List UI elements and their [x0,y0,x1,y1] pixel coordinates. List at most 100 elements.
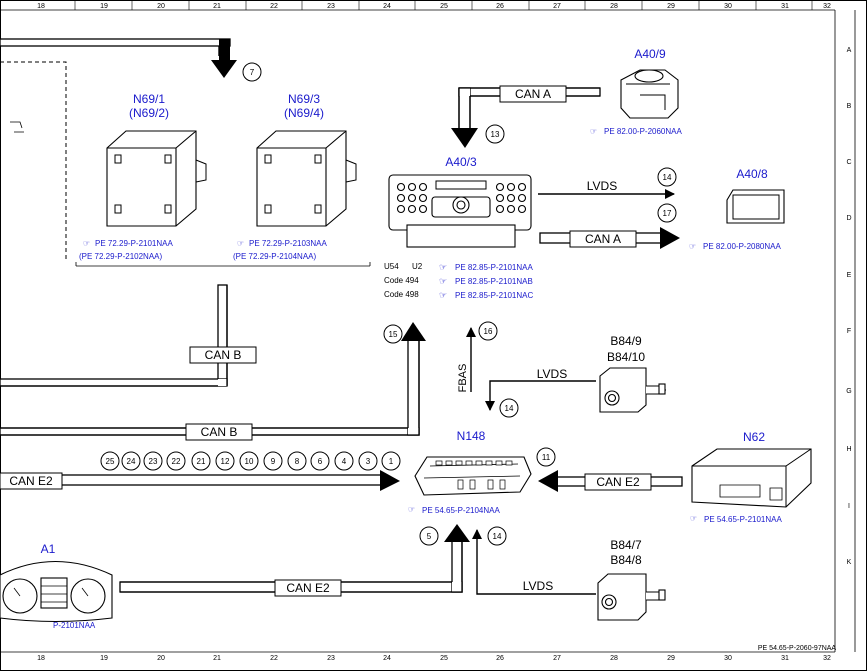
component-n148: N148 ☞ PE 54.65-P-2104NAA [408,429,532,515]
svg-text:26: 26 [496,3,504,10]
svg-text:5: 5 [427,532,432,541]
svg-text:N148: N148 [457,429,486,443]
wire-can-b-horizontal: CAN B [0,322,426,441]
wire-fbas: FBAS [457,327,476,392]
svg-text:U2: U2 [412,262,423,271]
svg-text:29: 29 [667,655,675,662]
svg-text:22: 22 [270,3,278,10]
svg-text:22: 22 [270,655,278,662]
svg-text:28: 28 [610,655,618,662]
wire-lvds-a40-8: LVDS [538,179,675,199]
svg-text:PE 54.65-P-2101NAA: PE 54.65-P-2101NAA [704,515,782,524]
svg-text:PE 82.00-P-2060NAA: PE 82.00-P-2060NAA [604,127,682,136]
dashed-boundary [0,61,67,262]
svg-text:CAN B: CAN B [201,425,238,439]
a40-3-ref-icon-2: ☞ [439,276,447,286]
svg-text:21: 21 [213,3,221,10]
a40-3-ref-icon-1: ☞ [439,262,447,272]
svg-text:G: G [846,388,851,395]
svg-text:14: 14 [663,173,672,182]
svg-text:23: 23 [327,3,335,10]
svg-text:22: 22 [172,457,181,466]
svg-text:H: H [846,446,851,453]
component-a40-3: A40/3 U54 U2 ☞ PE 82.85-P-2101NAA Code 4… [384,155,533,300]
svg-text:29: 29 [667,3,675,10]
svg-text:14: 14 [505,404,514,413]
svg-text:3: 3 [366,457,371,466]
svg-text:B84/10: B84/10 [607,350,645,364]
svg-text:21: 21 [197,457,206,466]
svg-text:E: E [847,272,852,279]
svg-text:(N69/4): (N69/4) [284,106,324,120]
svg-text:A1: A1 [41,542,56,556]
svg-text:27: 27 [553,3,561,10]
footer-reference: PE 54.65-P-2060-97NAA [758,645,837,652]
ruler-top: 18 19 20 21 22 23 24 25 26 27 28 29 30 3… [37,0,831,10]
svg-text:C: C [846,159,851,166]
svg-text:N69/3: N69/3 [288,92,320,106]
svg-text:24: 24 [383,655,391,662]
svg-text:25: 25 [106,457,115,466]
svg-text:LVDS: LVDS [587,179,617,193]
svg-text:N69/1: N69/1 [133,92,165,106]
component-a40-9: A40/9 ☞ PE 82.00-P-2060NAA [590,47,682,136]
svg-text:1: 1 [389,457,394,466]
component-n69-1: N69/1 (N69/2) ☞ PE 72.29-P-2101NAA (PE 7… [79,92,207,261]
component-n69-3: N69/3 (N69/4) ☞ PE 72.29-P-2103NAA (PE 7… [233,92,357,261]
svg-text:PE 82.85-P-2101NAC: PE 82.85-P-2101NAC [455,291,533,300]
marker-16: 16 [478,321,498,341]
marker-14-b: 14 [499,398,519,418]
svg-text:CAN A: CAN A [515,87,551,101]
svg-text:PE 82.85-P-2101NAA: PE 82.85-P-2101NAA [455,263,533,272]
svg-text:18: 18 [37,655,45,662]
svg-text:Code 494: Code 494 [384,276,419,285]
svg-text:8: 8 [295,457,300,466]
connector-pin-row: 25 24 23 22 21 12 10 9 8 6 4 3 1 [100,451,401,471]
svg-text:B: B [847,103,852,110]
svg-text:4: 4 [342,457,347,466]
a40-9-ref-icon: ☞ [590,127,597,136]
svg-text:F: F [847,328,851,335]
svg-text:CAN B: CAN B [205,348,242,362]
marker-7: 7 [242,62,262,82]
marker-5: 5 [419,526,439,546]
svg-text:A40/9: A40/9 [634,47,666,61]
svg-text:A40/3: A40/3 [445,155,477,169]
svg-text:CAN E2: CAN E2 [9,474,53,488]
svg-text:A40/8: A40/8 [736,167,768,181]
svg-text:PE 72.29-P-2101NAA: PE 72.29-P-2101NAA [95,239,173,248]
svg-text:15: 15 [389,330,398,339]
bus-to-7 [0,38,231,47]
svg-text:CAN A: CAN A [585,232,621,246]
svg-text:10: 10 [245,457,254,466]
svg-text:PE 54.65-P-2104NAA: PE 54.65-P-2104NAA [422,506,500,515]
svg-text:B84/7: B84/7 [610,538,642,552]
wire-can-a-top: CAN A [451,85,601,148]
svg-text:19: 19 [100,3,108,10]
n148-ref-icon: ☞ [408,505,415,514]
svg-text:I: I [848,503,850,510]
ruler-right: A B C D E F G H I K [846,47,851,566]
n69-3-ref-icon: ☞ [237,239,244,248]
wire-can-b-vertical: CAN B [0,284,257,387]
wire-lvds-b84-7: LVDS [472,529,596,595]
svg-text:19: 19 [100,655,108,662]
svg-text:23: 23 [327,655,335,662]
svg-text:32: 32 [823,3,831,10]
svg-text:14: 14 [493,532,502,541]
svg-text:B84/9: B84/9 [610,334,642,348]
component-n62: N62 ☞ PE 54.65-P-2101NAA [690,430,812,524]
svg-text:30: 30 [724,655,732,662]
svg-text:17: 17 [663,209,672,218]
svg-text:20: 20 [157,3,165,10]
svg-text:24: 24 [127,457,136,466]
a40-8-ref-icon: ☞ [689,242,696,251]
svg-text:P-2101NAA: P-2101NAA [53,621,96,630]
svg-text:PE 82.85-P-2101NAB: PE 82.85-P-2101NAB [455,277,533,286]
svg-text:(PE 72.29-P-2104NAA): (PE 72.29-P-2104NAA) [233,252,316,261]
svg-text:25: 25 [440,655,448,662]
svg-text:12: 12 [221,457,230,466]
wire-lvds-b84-9: LVDS [485,367,596,411]
svg-text:25: 25 [440,3,448,10]
